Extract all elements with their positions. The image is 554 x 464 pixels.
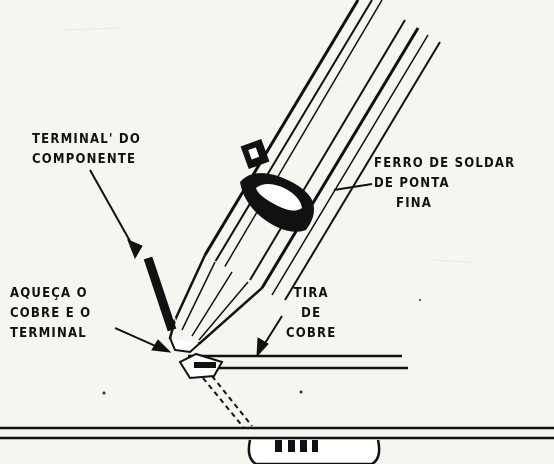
label-ferro-de-soldar: FERRO DE SOLDAR DE PONTA FINA <box>374 154 515 214</box>
specks <box>102 299 421 395</box>
label-line: COBRE <box>286 326 337 341</box>
label-line: TIRA <box>293 286 329 301</box>
label-line: TERMINAL <box>10 326 87 341</box>
label-line: COMPONENTE <box>32 152 137 167</box>
iron-leader-line <box>333 183 373 191</box>
iron-clamp-ring <box>240 138 314 232</box>
label-aqueca: AQUEÇA O COBRE E O TERMINAL <box>10 284 91 344</box>
heat-leader-arrow <box>114 327 172 353</box>
label-line: TERMINAL' DO <box>32 132 141 147</box>
circuit-board <box>0 426 554 440</box>
terminal-leader-arrow <box>89 169 143 260</box>
label-line: FERRO DE SOLDAR <box>374 156 516 171</box>
component-terminal <box>143 256 177 332</box>
label-line: DE PONTA <box>374 176 450 191</box>
strip-leader-arrow <box>256 315 283 358</box>
label-tira-de-cobre: TIRA DE COBRE <box>286 284 336 344</box>
label-line: DE <box>301 306 322 321</box>
solder-joint <box>178 352 224 380</box>
lead-through-board <box>202 375 253 429</box>
label-line: FINA <box>396 196 432 211</box>
label-line: AQUEÇA O <box>10 286 88 301</box>
component-body <box>247 439 381 464</box>
soldering-iron <box>168 0 441 354</box>
label-terminal-do-componente: TERMINAL' DO COMPONENTE <box>32 130 141 170</box>
label-line: COBRE E O <box>10 306 92 321</box>
copper-strip <box>188 354 408 370</box>
